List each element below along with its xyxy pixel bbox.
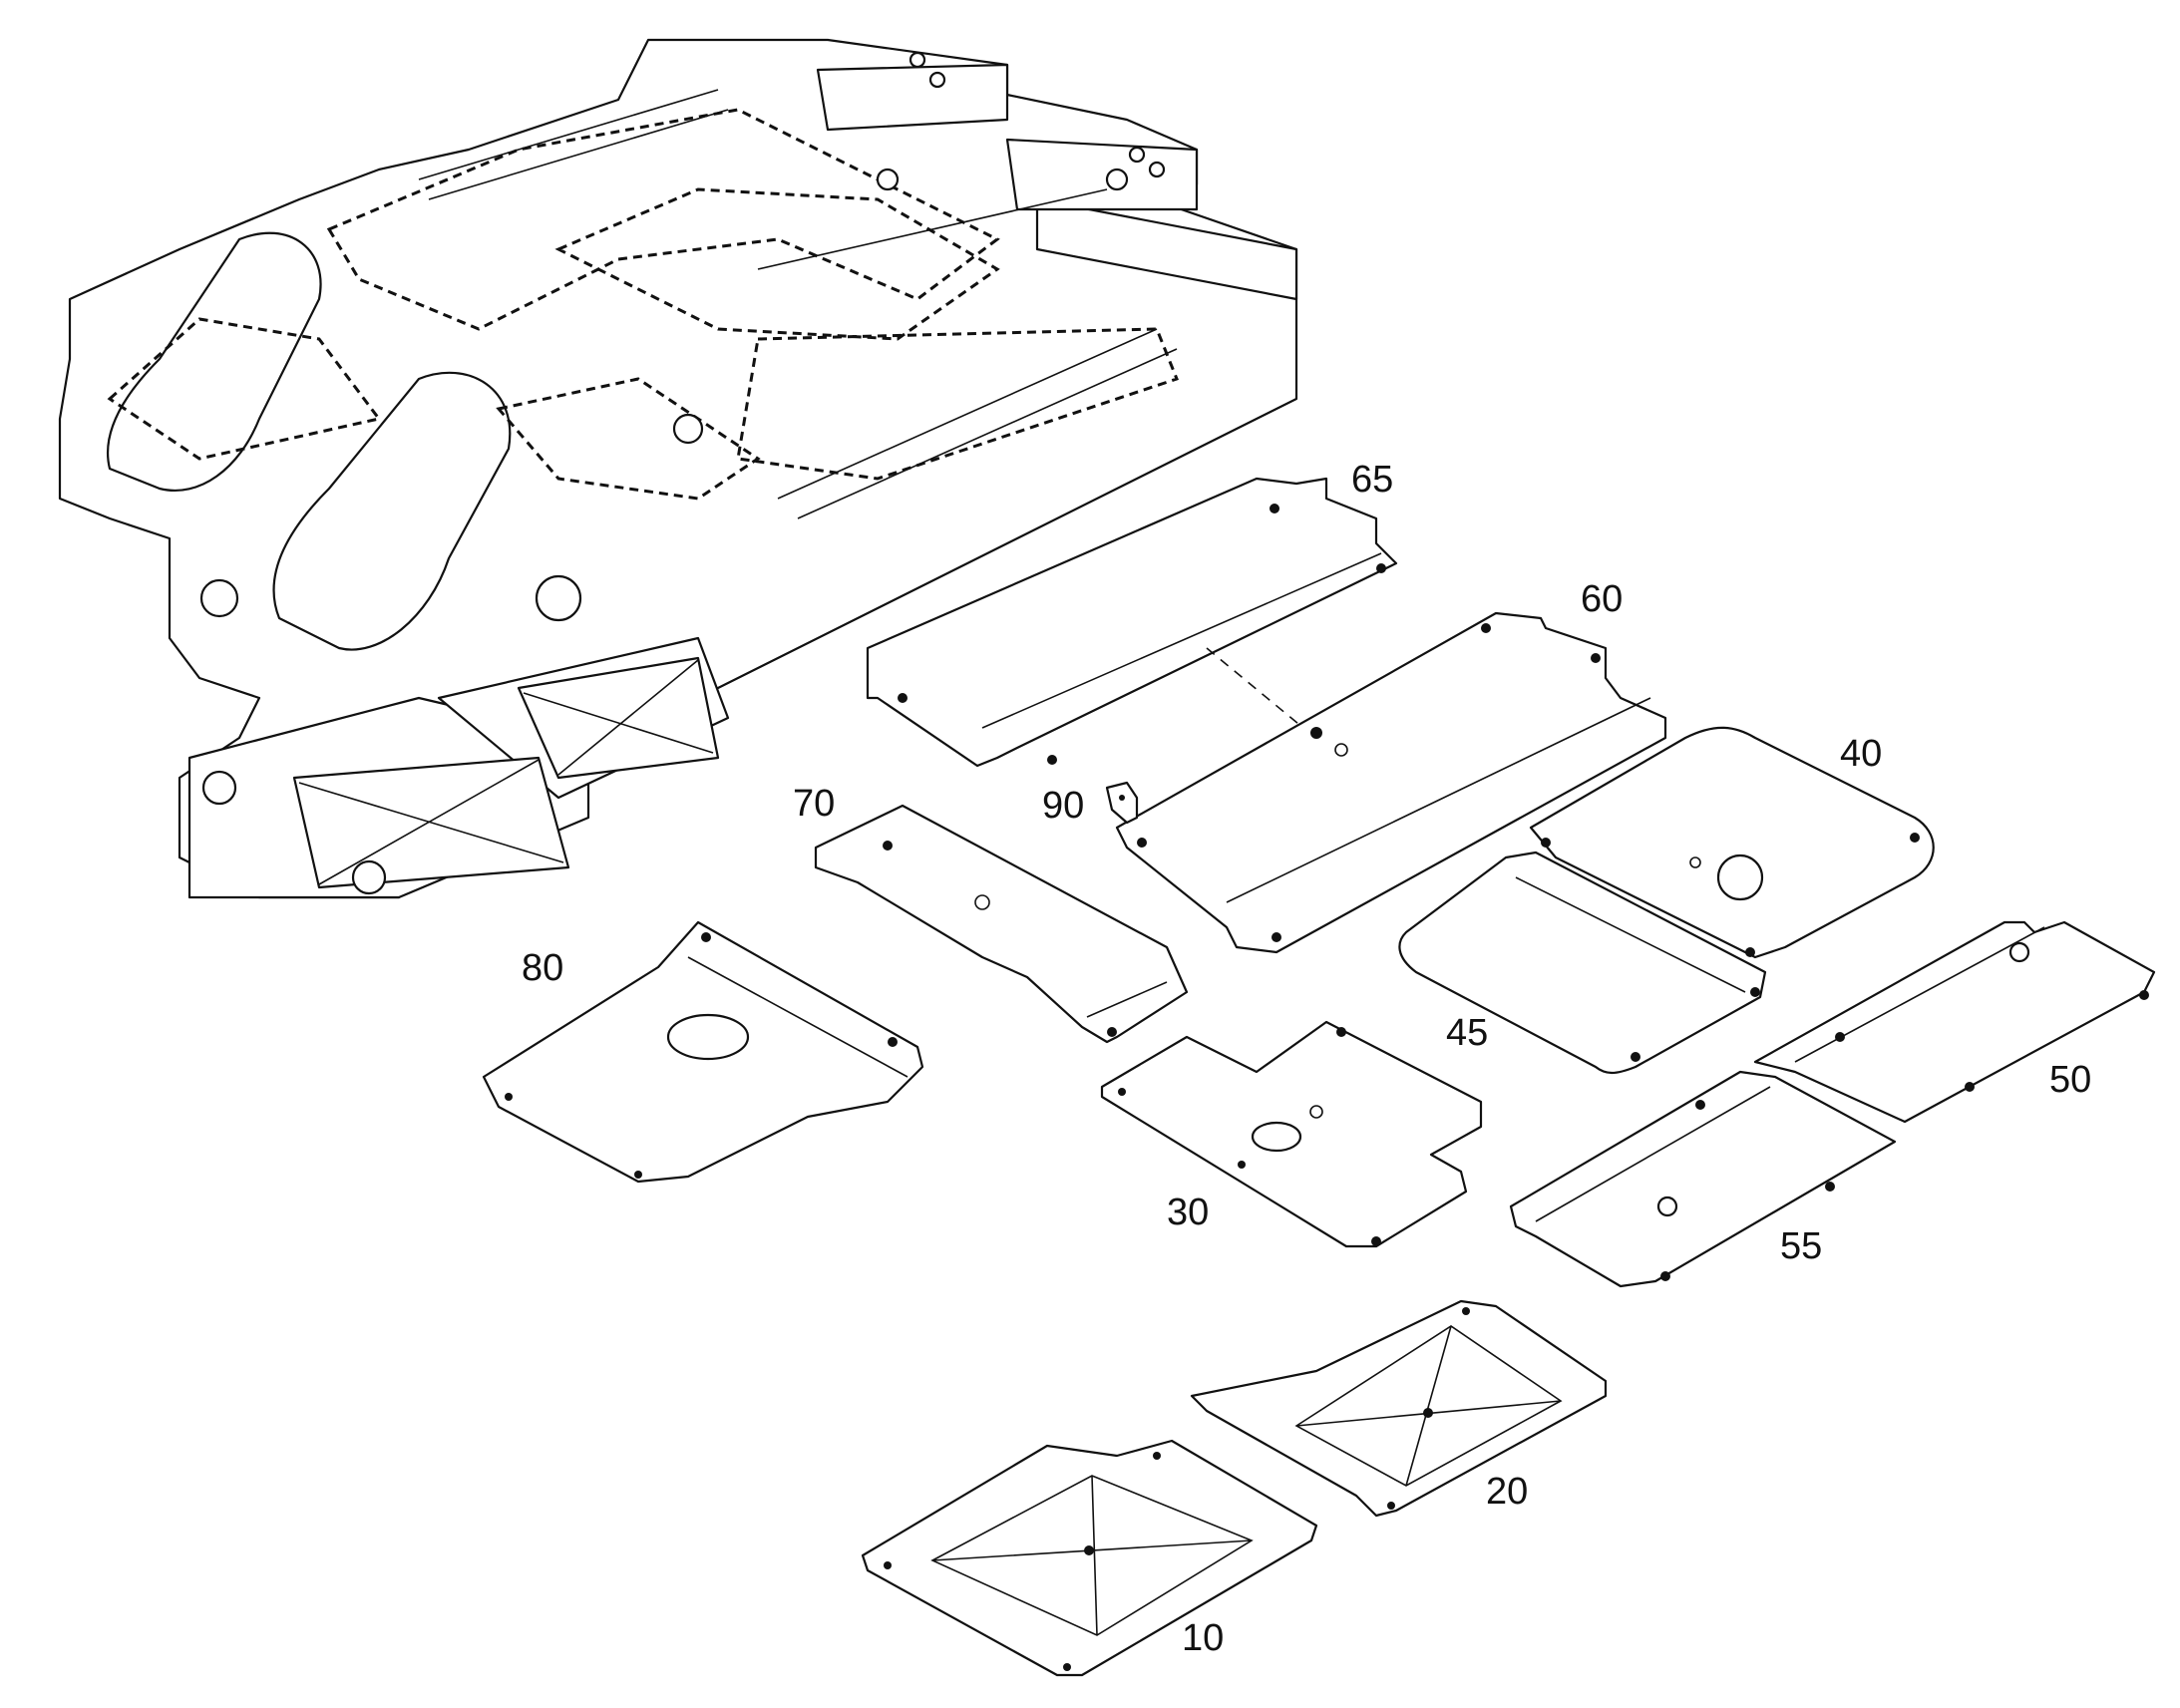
callout-60: 60 (1581, 578, 1623, 620)
part-65 (866, 477, 1398, 768)
part-10 (861, 1439, 1318, 1677)
callout-10: 10 (1182, 1617, 1224, 1659)
callout-65: 65 (1351, 459, 1393, 501)
part-50 (1753, 920, 2156, 1124)
callout-55: 55 (1780, 1225, 1822, 1267)
callout-80: 80 (522, 947, 563, 989)
part-20 (1190, 1299, 1608, 1518)
callout-50: 50 (2049, 1059, 2091, 1101)
part-45 (1398, 851, 1767, 1075)
callout-labels: 65 60 40 70 90 80 45 50 30 55 20 10 (522, 459, 2091, 1659)
callout-30: 30 (1167, 1192, 1209, 1233)
callout-90: 90 (1042, 785, 1084, 827)
part-90 (1105, 781, 1139, 825)
part-55 (1509, 1070, 1897, 1288)
part-30 (1100, 1020, 1483, 1248)
part-60 (1115, 611, 1667, 954)
part-80 (482, 920, 924, 1184)
callout-40: 40 (1840, 733, 1882, 775)
callout-45: 45 (1446, 1012, 1488, 1054)
part-70 (814, 804, 1189, 1044)
callout-20: 20 (1486, 1471, 1528, 1513)
part-40 (1529, 726, 1935, 959)
callout-70: 70 (793, 783, 835, 825)
main-frame (58, 38, 1298, 899)
